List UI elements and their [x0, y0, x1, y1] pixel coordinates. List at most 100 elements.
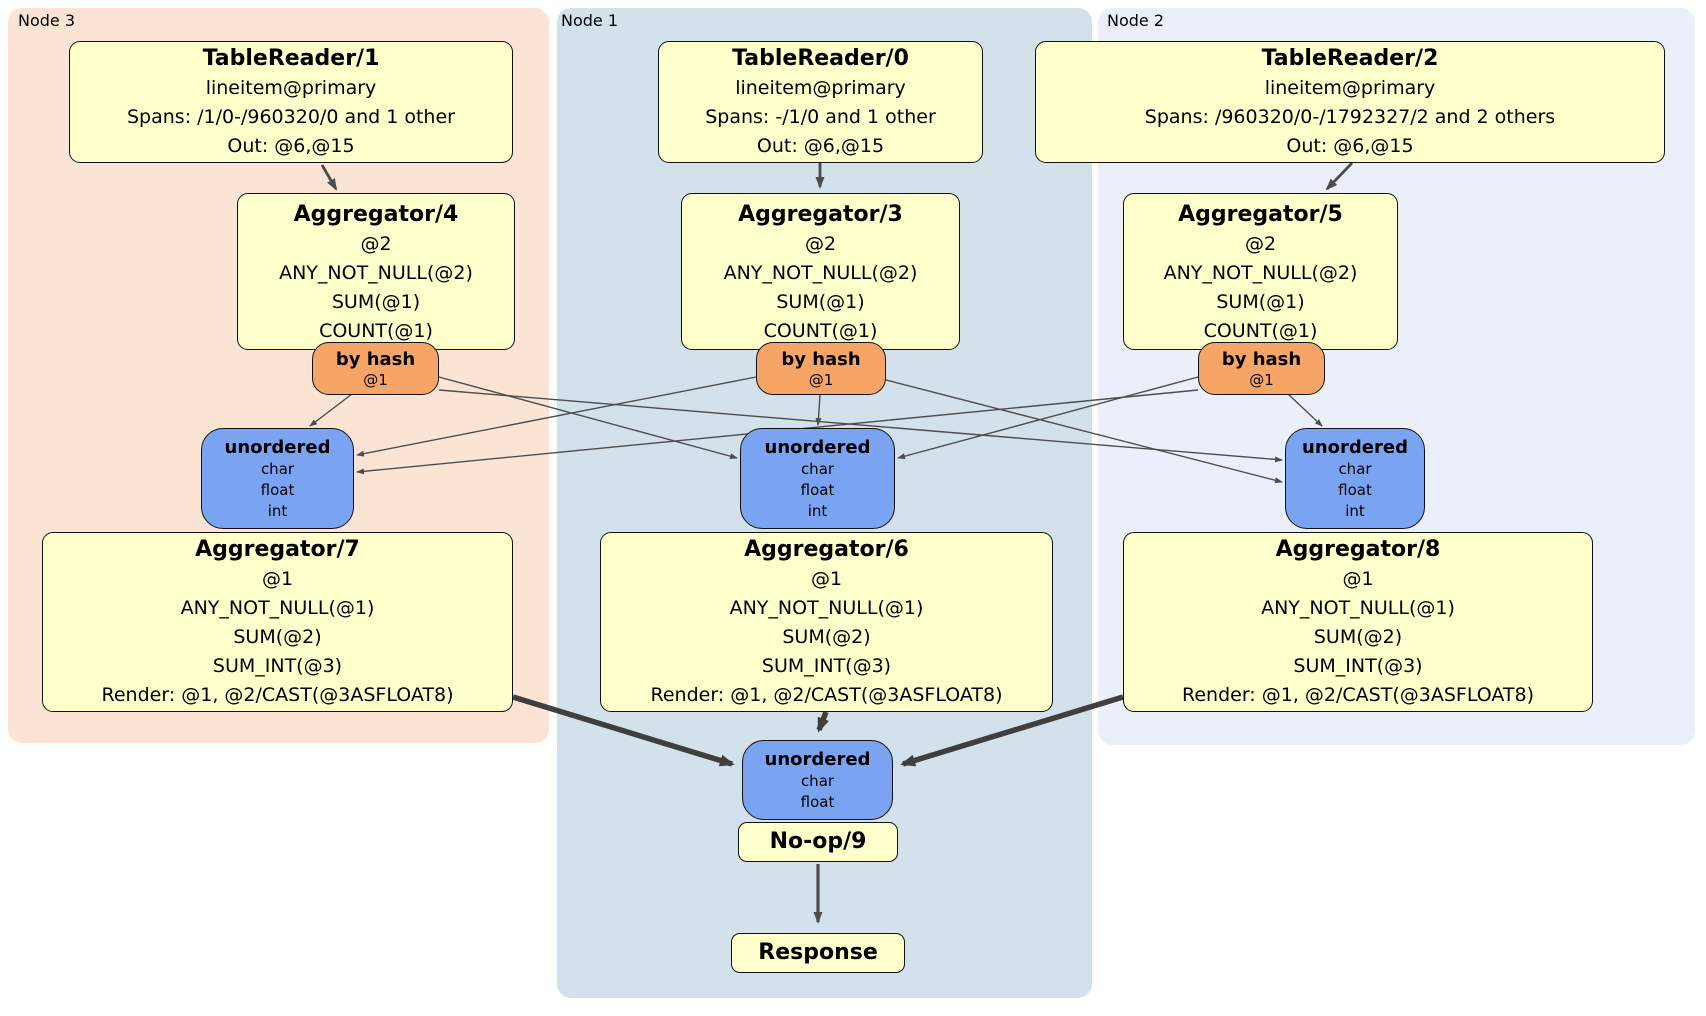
processor-line: ANY_NOT_NULL(@2) [279, 262, 473, 284]
node3-label: Node 3 [18, 11, 76, 30]
processor-title: TableReader/0 [732, 45, 909, 71]
node2-label: Node 2 [1107, 11, 1165, 30]
sync-line: int [1345, 501, 1365, 520]
processor-line: ANY_NOT_NULL(@1) [729, 596, 924, 619]
processor-line: Out: @6,@15 [227, 134, 355, 157]
processor-title: TableReader/1 [202, 45, 380, 71]
processor-noop: No-op/9 [738, 822, 898, 862]
processor-line: @2 [804, 233, 837, 255]
sync-line: float [1338, 480, 1372, 499]
processor-response: Response [731, 933, 905, 973]
processor-title: Aggregator/3 [738, 202, 903, 227]
router-line: @1 [363, 370, 388, 389]
processor-line: SUM_INT(@3) [1293, 654, 1423, 677]
sync-line: int [267, 501, 288, 520]
processor-title: No-op/9 [769, 829, 867, 854]
router-title: by hash [1221, 348, 1302, 370]
sync-unordered-final: unordered char float [742, 740, 893, 820]
processor-line: ANY_NOT_NULL(@2) [1163, 262, 1358, 284]
processor-aggregator-4: Aggregator/4 @2 ANY_NOT_NULL(@2) SUM(@1)… [237, 193, 515, 350]
node1-label: Node 1 [561, 11, 619, 30]
processor-line: SUM(@2) [782, 625, 871, 648]
edge [885, 379, 1283, 484]
processor-tablereader-0: TableReader/0 lineitem@primary Spans: -/… [658, 41, 983, 163]
sync-title: unordered [1302, 436, 1408, 458]
processor-aggregator-6: Aggregator/6 @1 ANY_NOT_NULL(@1) SUM(@2)… [600, 532, 1053, 712]
processor-line: SUM_INT(@3) [212, 654, 343, 677]
sync-title: unordered [764, 436, 871, 458]
processor-line: @2 [360, 233, 392, 255]
processor-title: Aggregator/6 [744, 536, 909, 562]
router-by-hash-node2: by hash @1 [1198, 342, 1325, 395]
processor-line: Render: @1, @2/CAST(@3ASFLOAT8) [101, 683, 454, 706]
processor-line: Out: @6,@15 [756, 134, 885, 157]
edge [815, 394, 822, 426]
processor-line: COUNT(@1) [763, 320, 878, 342]
processor-aggregator-7: Aggregator/7 @1 ANY_NOT_NULL(@1) SUM(@2)… [42, 532, 513, 712]
sync-line: float [800, 792, 835, 811]
processor-line: Spans: -/1/0 and 1 other [705, 105, 936, 128]
sync-line: float [260, 480, 295, 499]
router-by-hash-node3: by hash @1 [312, 342, 439, 395]
router-title: by hash [781, 348, 861, 370]
processor-line: COUNT(@1) [1203, 320, 1318, 342]
sync-line: char [1338, 459, 1372, 478]
processor-line: SUM(@2) [233, 625, 322, 648]
edge [309, 393, 353, 427]
edge [438, 389, 1283, 463]
processor-line: SUM_INT(@3) [761, 654, 892, 677]
sync-line: char [260, 459, 295, 478]
sync-line: char [800, 459, 835, 478]
processor-line: @1 [261, 567, 294, 590]
router-title: by hash [335, 348, 416, 370]
processor-line: SUM(@1) [776, 291, 865, 313]
sync-line: int [807, 501, 828, 520]
processor-tablereader-2: TableReader/2 lineitem@primary Spans: /9… [1035, 41, 1665, 163]
processor-line: SUM(@2) [1313, 625, 1403, 648]
router-line: @1 [1249, 370, 1274, 389]
edge-agg6-final [816, 711, 829, 733]
sync-unordered-node3: unordered char float int [201, 428, 354, 529]
edge [897, 376, 1199, 460]
router-by-hash-node1: by hash @1 [756, 342, 886, 395]
edge [1287, 393, 1323, 427]
processor-line: Render: @1, @2/CAST(@3ASFLOAT8) [650, 683, 1003, 706]
processor-line: SUM(@1) [331, 291, 421, 313]
processor-line: @1 [1342, 567, 1374, 590]
edge [356, 376, 757, 457]
router-line: @1 [808, 370, 834, 389]
processor-aggregator-3: Aggregator/3 @2 ANY_NOT_NULL(@2) SUM(@1)… [681, 193, 960, 350]
processor-line: ANY_NOT_NULL(@1) [1261, 596, 1455, 619]
processor-title: Response [758, 940, 878, 965]
processor-line: Spans: /960320/0-/1792327/2 and 2 others [1144, 105, 1556, 128]
processor-line: ANY_NOT_NULL(@2) [723, 262, 918, 284]
edge-tr1-agg4 [320, 164, 338, 191]
edge-agg7-final [512, 694, 735, 767]
sync-unordered-node2: unordered char float int [1285, 428, 1425, 529]
sync-unordered-node1: unordered char float int [740, 428, 895, 529]
sync-title: unordered [764, 748, 871, 770]
processor-title: Aggregator/8 [1275, 536, 1441, 562]
sync-line: float [800, 480, 835, 499]
processor-title: TableReader/2 [1261, 45, 1439, 71]
sync-line: char [800, 771, 835, 790]
edge-agg8-final [900, 694, 1124, 767]
processor-line: lineitem@primary [1264, 76, 1436, 99]
processor-aggregator-8: Aggregator/8 @1 ANY_NOT_NULL(@1) SUM(@2)… [1123, 532, 1593, 712]
processor-title: Aggregator/4 [293, 202, 459, 227]
processor-line: Out: @6,@15 [1286, 134, 1414, 157]
processor-line: Spans: /1/0-/960320/0 and 1 other [127, 105, 455, 128]
edge [438, 376, 738, 460]
processor-line: @2 [1244, 233, 1277, 255]
sync-title: unordered [224, 436, 331, 458]
processor-line: SUM(@1) [1216, 291, 1305, 313]
processor-title: Aggregator/7 [195, 536, 360, 562]
processor-aggregator-5: Aggregator/5 @2 ANY_NOT_NULL(@2) SUM(@1)… [1123, 193, 1398, 350]
processor-title: Aggregator/5 [1178, 202, 1343, 227]
processor-line: ANY_NOT_NULL(@1) [180, 596, 375, 619]
processor-line: lineitem@primary [735, 76, 906, 99]
edge-tr2-agg5 [1325, 162, 1354, 191]
processor-line: COUNT(@1) [319, 320, 433, 342]
